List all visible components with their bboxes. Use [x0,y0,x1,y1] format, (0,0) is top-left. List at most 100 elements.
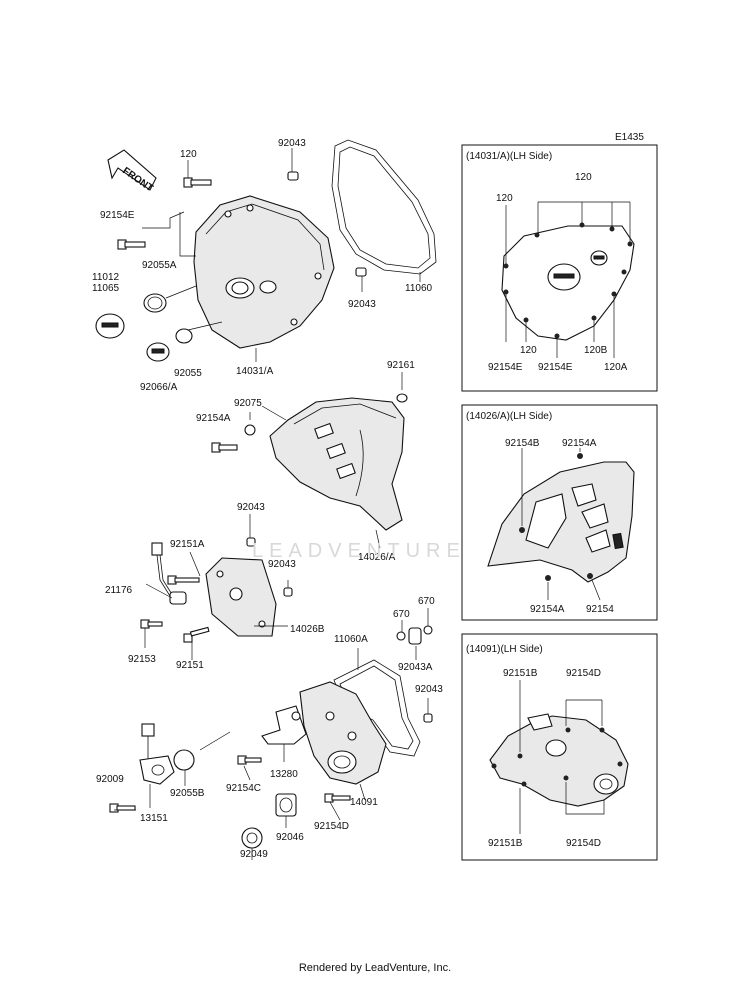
bolt-92154e [117,239,146,250]
label-92161: 92161 [387,360,415,371]
inset-box-14031a [461,144,658,392]
collar-92043a [408,627,422,645]
label-14091: 14091 [350,797,378,808]
label-11065: 11065 [92,283,120,294]
seal-92049 [241,827,263,849]
collar-92043-a [246,537,256,547]
bolt-92153 [140,619,163,629]
inset1-label-120-top: 120 [575,172,592,183]
inset3-label-92151b-top: 92151B [503,668,538,679]
inset2-label-92154a-bottom: 92154A [530,604,565,615]
bolt-92151a [167,575,200,585]
sprocket-cover-14026a [269,397,405,531]
label-92075: 92075 [234,398,262,409]
dowel-pin-top [287,171,299,181]
bearing-92046 [275,793,297,817]
footer-credit: Rendered by LeadVenture, Inc. [298,962,452,974]
inset-title-14091: (14091)(LH Side) [466,644,543,655]
inset1-label-120a: 120A [604,362,628,373]
label-92043-top: 92043 [278,138,306,149]
o-ring-92055b [173,749,195,771]
inset1-label-120b: 120B [584,345,608,356]
bolt-92154d [324,793,351,803]
bolt-92154a [211,442,238,453]
label-92043-mid: 92043 [348,299,376,310]
o-ring-670-a [396,631,406,641]
sensor-21176 [151,542,187,605]
inset2-label-92154b: 92154B [505,438,540,449]
label-92049: 92049 [240,849,268,860]
inset-leaders-14026a [521,448,601,601]
label-120: 120 [180,149,197,160]
bolt-120 [183,177,212,188]
inset1-label-120-left: 120 [496,193,513,204]
lever-13280 [261,705,307,745]
inset-cover-14031a [501,222,635,341]
label-92043-b: 92043 [268,559,296,570]
inset-leaders-14031a [505,201,631,358]
housing-14091 [299,681,387,785]
plug-11012 [95,313,125,339]
label-92154a: 92154A [196,413,231,424]
inset-housing-14091 [489,713,629,807]
label-21176: 21176 [105,585,133,596]
bolt-92009 [109,803,136,813]
clutch-cover-14031a [193,195,335,349]
label-92046: 92046 [276,832,304,843]
gasket-11060 [331,139,437,275]
label-92055b: 92055B [170,788,205,799]
label-11060a: 11060A [334,634,368,645]
inset1-label-120-bottom: 120 [520,345,537,356]
leader-lines [114,148,429,860]
bracket-14026b [205,557,277,637]
label-92154c: 92154C [226,783,261,794]
inset2-label-92154a-top: 92154A [562,438,597,449]
label-13280: 13280 [270,769,298,780]
label-14026b: 14026B [290,624,325,635]
label-11060: 11060 [405,283,433,294]
inset-title-14031a: (14031/A)(LH Side) [466,151,552,162]
inset3-label-92154d-top: 92154D [566,668,601,679]
inset-title-14026a: (14026/A)(LH Side) [466,411,552,422]
inset-box-14091 [461,633,658,861]
label-670-b: 670 [418,596,435,607]
watermark: LEADVENTURE [252,540,466,562]
inset2-label-92154: 92154 [586,604,614,615]
label-92151a: 92151A [170,539,205,550]
collar-92043-b [283,587,293,597]
grommet-92075 [244,424,256,436]
o-ring-670-b [423,625,433,635]
label-14026a: 14026/A [358,552,396,563]
label-670-a: 670 [393,609,410,620]
label-92043-a: 92043 [237,502,265,513]
inset1-label-92154e-a: 92154E [488,362,523,373]
o-ring-92055 [175,328,193,344]
label-92043-c: 92043 [415,684,443,695]
diagram-code: E1435 [615,132,644,143]
plug-92066a [146,342,170,362]
label-92154e: 92154E [100,210,135,221]
bolt-92154c [237,755,262,765]
inset-box-14026a [461,404,658,621]
dowel-pin-mid [355,267,367,277]
label-92154d: 92154D [314,821,349,832]
label-92009: 92009 [96,774,124,785]
label-11012: 11012 [92,272,120,283]
front-arrow-icon: FRONT [107,149,157,194]
bolt-92151 [183,626,210,643]
inset-leaders-14091 [519,680,605,834]
inset3-label-92154d-bottom: 92154D [566,838,601,849]
label-92066a: 92066/A [140,382,178,393]
label-13151: 13151 [140,813,168,824]
o-ring-92055a [143,293,167,313]
dowel-92043-c [423,713,433,723]
label-14031a: 14031/A [236,366,274,377]
label-92153: 92153 [128,654,156,665]
inset-cover-14026a [487,453,635,583]
label-92043a: 92043A [398,662,433,673]
release-13151 [139,723,175,785]
inset1-label-92154e-b: 92154E [538,362,573,373]
label-92055a: 92055A [142,260,177,271]
inset3-label-92151b-bottom: 92151B [488,838,523,849]
